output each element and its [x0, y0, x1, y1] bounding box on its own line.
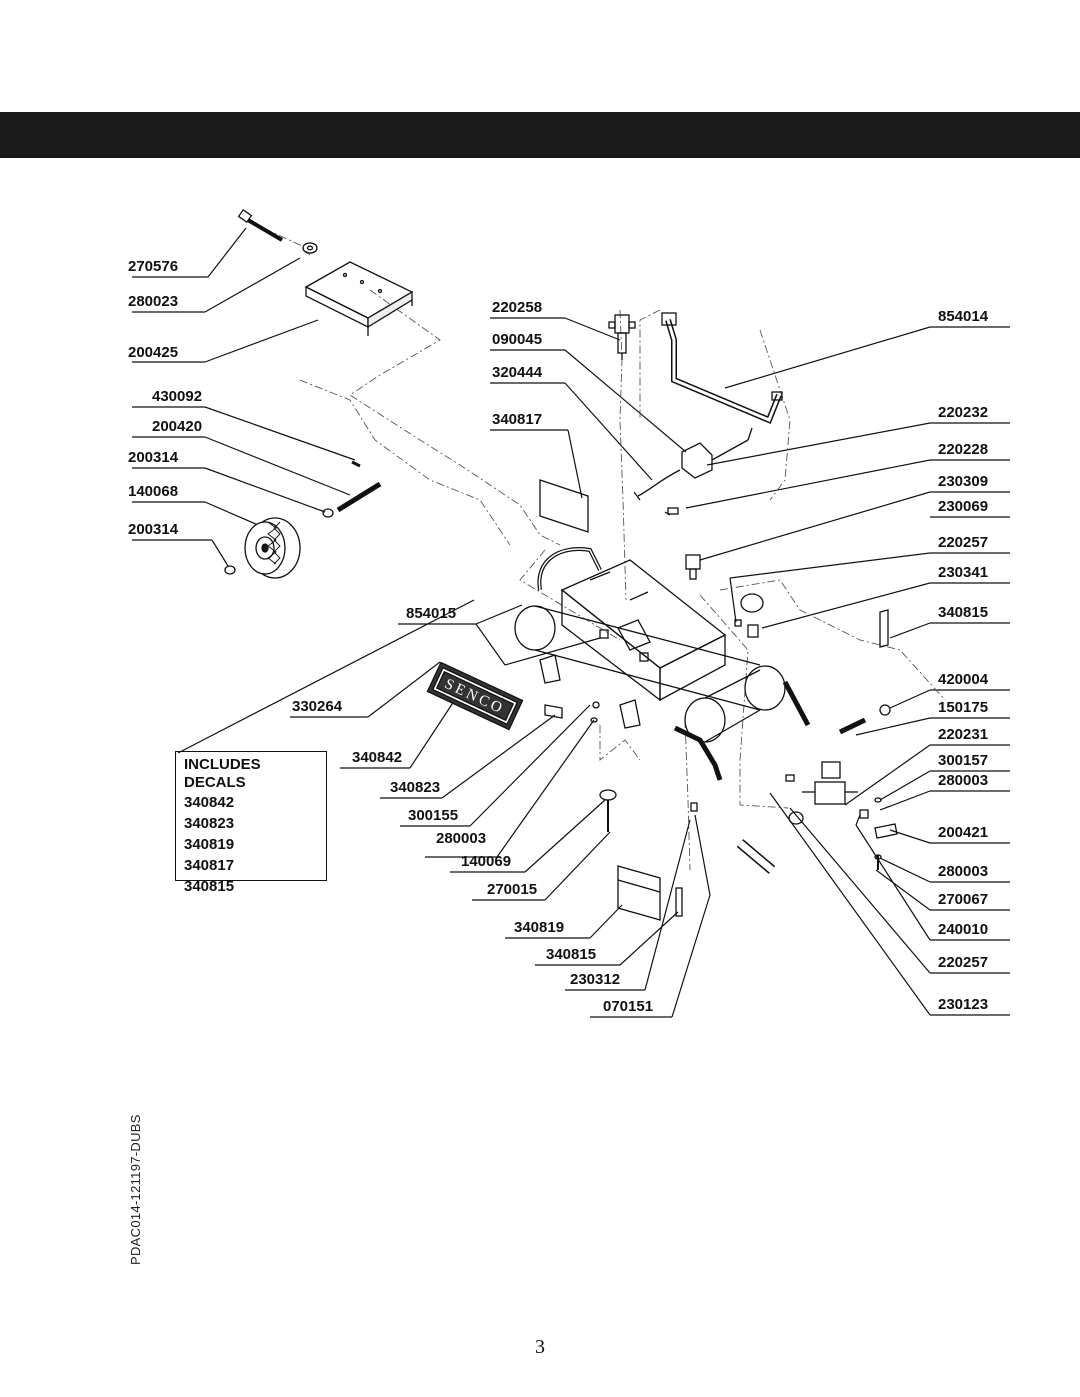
label-280003-upper: 280003 — [938, 772, 989, 789]
label-200314-axle: 200314 — [128, 449, 179, 466]
label-430092: 430092 — [152, 388, 203, 405]
fitting-220228 — [664, 507, 679, 516]
senco-plate: SENCO — [426, 661, 524, 731]
label-090045: 090045 — [492, 331, 543, 348]
label-240010: 240010 — [938, 921, 989, 938]
leader-854015b — [475, 623, 506, 666]
foot-140069 — [599, 789, 617, 801]
label-220257-top: 220257 — [938, 534, 989, 551]
bracket-200421 — [874, 823, 898, 839]
header-bar — [0, 112, 1080, 158]
nut-200314 — [224, 565, 236, 575]
muffler-070151 — [736, 839, 776, 874]
label-150175: 150175 — [938, 699, 989, 716]
label-230341: 230341 — [938, 564, 989, 581]
decal-item: 340819 — [184, 836, 235, 853]
label-230309: 230309 — [938, 473, 989, 490]
includes-decals-box: INCLUDES DECALS 340842 340823 340819 340… — [175, 751, 327, 895]
decal-340817 — [539, 479, 589, 533]
label-220258: 220258 — [492, 299, 543, 316]
label-280003-lower: 280003 — [938, 863, 989, 880]
bracket-200425 — [304, 261, 414, 336]
label-070151: 070151 — [603, 998, 654, 1015]
label-320444: 320444 — [492, 364, 543, 381]
switch-box-090045 — [633, 427, 753, 501]
label-854014: 854014 — [938, 308, 989, 325]
document-code: PDAC014-121197-DUBS — [128, 1114, 143, 1265]
bolt-270576 — [237, 208, 284, 242]
air-tank — [514, 605, 811, 781]
gauge-230341 — [734, 593, 764, 638]
label-220231: 220231 — [938, 726, 989, 743]
label-300157: 300157 — [938, 752, 989, 769]
decal-item: 340817 — [184, 857, 235, 874]
label-230123: 230123 — [938, 996, 989, 1013]
label-140068: 140068 — [128, 483, 179, 500]
wheel-140068 — [244, 517, 301, 579]
compressor-frame — [537, 547, 727, 702]
label-200421: 200421 — [938, 824, 989, 841]
valve-230312 — [690, 802, 698, 812]
label-270015: 270015 — [487, 881, 538, 898]
fitting-240010 — [859, 809, 869, 819]
cap-420004 — [879, 704, 891, 716]
label-220257-bottom: 220257 — [938, 954, 989, 971]
label-330264: 330264 — [292, 698, 343, 715]
valve-230309 — [685, 554, 701, 580]
washer-280003 — [590, 717, 598, 723]
decal-item: 340823 — [184, 815, 235, 832]
label-340819: 340819 — [514, 919, 565, 936]
decal-340819 — [617, 865, 661, 921]
pressure-switch-220258 — [608, 314, 636, 360]
decal-340823 — [544, 704, 563, 719]
label-200420: 200420 — [152, 418, 203, 435]
label-340815-center: 340815 — [546, 946, 597, 963]
fitting-220257b — [785, 774, 795, 782]
label-220232: 220232 — [938, 404, 989, 421]
axle-200420 — [322, 460, 382, 518]
label-230069: 230069 — [938, 498, 989, 515]
regulator-300157 — [788, 761, 858, 825]
label-230312: 230312 — [570, 971, 621, 988]
tube-854014 — [661, 312, 783, 424]
screw-300155 — [592, 701, 600, 709]
label-420004: 420004 — [938, 671, 989, 688]
label-200425: 200425 — [128, 344, 179, 361]
hose-150175 — [838, 717, 867, 735]
label-340823: 340823 — [390, 779, 441, 796]
label-300155: 300155 — [408, 807, 459, 824]
washer-280023 — [302, 242, 318, 254]
label-854015: 854015 — [406, 605, 457, 622]
label-200314-nut: 200314 — [128, 521, 179, 538]
decal-340815-center — [675, 887, 683, 917]
label-280003: 280003 — [436, 830, 487, 847]
decal-item: 340842 — [184, 794, 235, 811]
label-270576: 270576 — [128, 258, 179, 275]
label-340842: 340842 — [352, 749, 403, 766]
label-270067: 270067 — [938, 891, 989, 908]
decal-340815-right — [879, 609, 889, 648]
leader-decals — [177, 599, 475, 754]
label-220228: 220228 — [938, 441, 989, 458]
label-340817: 340817 — [492, 411, 543, 428]
label-280023: 280023 — [128, 293, 179, 310]
decal-item: 340815 — [184, 878, 235, 895]
label-340815-right: 340815 — [938, 604, 989, 621]
label-140069: 140069 — [461, 853, 512, 870]
page-number: 3 — [535, 1336, 545, 1358]
decals-title: INCLUDES DECALS — [184, 756, 261, 791]
